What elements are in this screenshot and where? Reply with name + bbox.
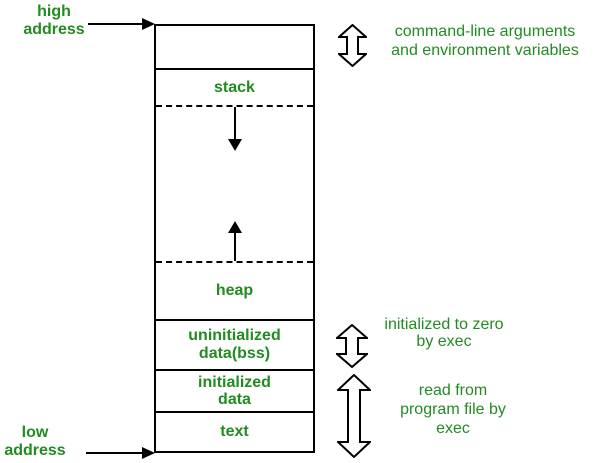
memory-section-heap: heap [156, 263, 313, 321]
low-address-pointer-arrow-icon [86, 447, 155, 459]
high-address-label: high address [23, 3, 85, 38]
bss-label: uninitialized data(bss) [188, 327, 281, 362]
memory-section-stack: stack [156, 70, 313, 107]
memory-section-command-line-args [156, 26, 313, 70]
stack-label: stack [214, 78, 255, 96]
memory-section-open-space [156, 107, 313, 263]
double-headed-arrow-icon [337, 374, 371, 458]
high-address-pointer-arrow-icon [88, 18, 155, 30]
memory-section-initialized-data: initialized data [156, 371, 313, 413]
stack-growth-down-arrow-icon [227, 107, 242, 151]
bss-annotation: initialized to zero by exec [384, 316, 504, 350]
program-file-annotation: read from program file by exec [400, 382, 506, 437]
double-headed-arrow-icon [336, 324, 368, 368]
text-segment-label: text [220, 423, 249, 440]
low-address-label: low address [4, 424, 66, 459]
double-headed-arrow-icon [338, 24, 367, 67]
memory-box: stack heap uninitialized data(bss) initi… [154, 24, 315, 453]
heap-label: heap [215, 282, 254, 299]
memory-section-text: text [156, 413, 313, 451]
initialized-data-label: initialized data [198, 374, 271, 408]
heap-growth-up-arrow-icon [227, 221, 242, 261]
command-line-args-annotation: command-line arguments and environment v… [391, 23, 579, 59]
memory-section-bss: uninitialized data(bss) [156, 321, 313, 371]
